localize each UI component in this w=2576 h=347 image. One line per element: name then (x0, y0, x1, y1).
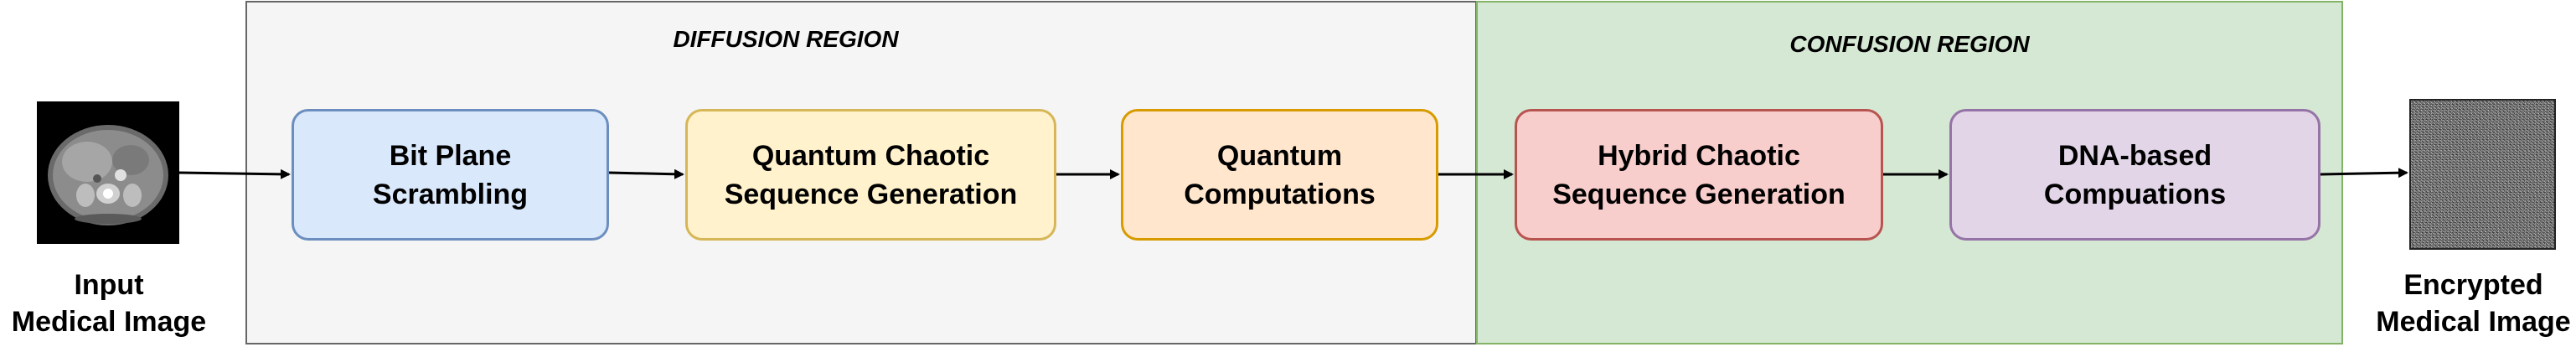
quantum-chaotic-sequence-label: Quantum Chaotic Sequence Generation (724, 139, 1018, 210)
hybrid-chaotic-sequence-box: Hybrid Chaotic Sequence Generation (1515, 109, 1883, 241)
dna-based-computations-label: DNA-based Compuations (2043, 139, 2227, 210)
quantum-chaotic-sequence-box: Quantum Chaotic Sequence Generation (685, 109, 1056, 241)
arrow-input-to-bitplane (178, 168, 291, 179)
arrow-dna-to-output (2320, 168, 2408, 179)
input-image-label: Input Medical Image (11, 269, 207, 338)
encrypted-noise-image (2409, 99, 2556, 250)
quantum-computations-box: Quantum Computations (1121, 109, 1438, 241)
output-image-label: Encrypted Medical Image (2376, 269, 2571, 338)
hybrid-chaotic-sequence-label: Hybrid Chaotic Sequence Generation (1552, 139, 1846, 210)
bit-plane-scrambling-box: Bit Plane Scrambling (292, 109, 609, 241)
dna-based-computations-box: DNA-based Compuations (1949, 109, 2320, 241)
confusion-region-title: CONFUSION REGION (1789, 31, 2030, 57)
bit-plane-scrambling-label: Bit Plane Scrambling (372, 139, 529, 210)
diffusion-region-title: DIFFUSION REGION (673, 26, 899, 52)
ct-scan-image (37, 101, 179, 244)
arrow-bitplane-to-qcsg (608, 168, 684, 179)
quantum-computations-label: Quantum Computations (1184, 139, 1376, 210)
